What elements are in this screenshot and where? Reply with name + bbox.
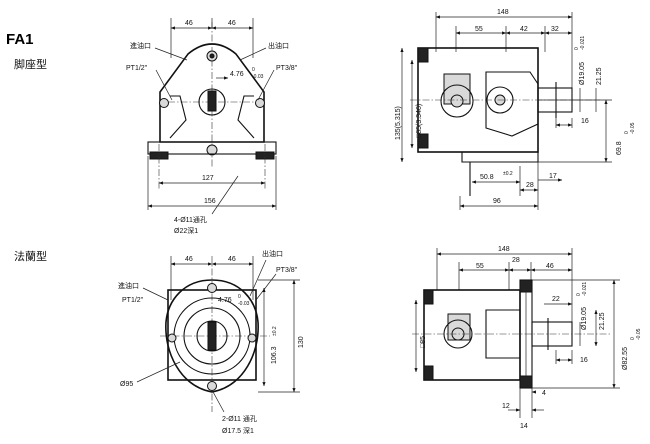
foot-side-dim-19-05-tol-top: 0 bbox=[574, 47, 580, 50]
flange-side-dim-85: □85 bbox=[420, 336, 427, 348]
flange-front-inlet-thread: PT1/2" bbox=[122, 297, 144, 304]
foot-front-dim-4-76-tol-top: 0 bbox=[252, 67, 255, 73]
foot-side-dim-50-8-tol: ±0.2 bbox=[503, 171, 513, 177]
flange-front-dim-106-3-tol: ±0.2 bbox=[272, 326, 278, 336]
flange-side-dim-21-25: 21.25 bbox=[599, 312, 606, 330]
foot-front-outlet-label: 出油口 bbox=[268, 41, 289, 50]
flange-side-dim-16: 16 bbox=[580, 357, 588, 364]
foot-front-inlet-label: 進油口 bbox=[130, 41, 151, 50]
flange-side-dim-82-55-tol-bot: -0.05 bbox=[636, 328, 642, 340]
flange-front-dim-130: 130 bbox=[298, 336, 305, 348]
flange-front-dim-46-right: 46 bbox=[228, 256, 236, 263]
foot-side-dim-19-05: Ø19.05 bbox=[579, 62, 586, 85]
foot-side-dim-32: 32 bbox=[551, 26, 559, 33]
foot-side-dim-19-05-tol-bot: -0.021 bbox=[580, 36, 586, 50]
flange-front-counterbore-note: Ø17.5 深1 bbox=[222, 426, 254, 435]
foot-side-dim-28: 28 bbox=[526, 182, 534, 189]
flange-side-dim-4: 4 bbox=[542, 390, 546, 397]
foot-front-counterbore-note: Ø22深1 bbox=[174, 226, 198, 235]
foot-mount-heading: 脚座型 bbox=[14, 57, 47, 71]
foot-front-dim-46-right: 46 bbox=[228, 20, 236, 27]
foot-front-dim-4-76-tol-bot: -0.03 bbox=[252, 74, 264, 80]
flange-front-dim-106-3: 106.3 bbox=[271, 346, 278, 364]
flange-front-outlet-label: 出油口 bbox=[262, 249, 283, 258]
flange-side-dim-55: 55 bbox=[476, 263, 484, 270]
flange-front-dim-4-76-tol-top: 0 bbox=[238, 294, 241, 300]
flange-mount-front-view: 46 46 進油口 出油口 PT1/2" PT3/8" 4.76 0 -0.03… bbox=[118, 249, 305, 435]
flange-side-dim-82-55-tol-top: 0 bbox=[630, 337, 636, 340]
foot-side-dim-69-8-tol-bot: -0.05 bbox=[630, 122, 636, 134]
foot-side-dim-96: 96 bbox=[493, 198, 501, 205]
flange-front-outlet-thread: PT3/8" bbox=[276, 267, 298, 274]
flange-side-dim-22: 22 bbox=[552, 296, 560, 303]
flange-side-dim-12: 12 bbox=[502, 403, 510, 410]
foot-side-dim-16: 16 bbox=[581, 118, 589, 125]
foot-side-dim-50-8: 50.8 bbox=[480, 174, 494, 181]
foot-side-dim-148: 148 bbox=[497, 9, 509, 16]
flange-side-dim-19-05-tol-top: 0 bbox=[576, 293, 582, 296]
flange-side-dim-14: 14 bbox=[520, 423, 528, 430]
flange-front-dim-4-76: 4.76 bbox=[218, 297, 232, 304]
model-title: FA1 bbox=[6, 31, 34, 48]
flange-front-dim-4-76-tol-bot: -0.03 bbox=[238, 301, 250, 307]
foot-side-dim-17: 17 bbox=[549, 173, 557, 180]
foot-mount-front-view: 46 46 進油口 出油口 PT1/2" PT3/8" 4.76 0 -0.03 bbox=[126, 18, 298, 235]
flange-mount-heading: 法蘭型 bbox=[14, 249, 47, 263]
flange-side-dim-46: 46 bbox=[546, 263, 554, 270]
foot-side-dim-42: 42 bbox=[520, 26, 528, 33]
foot-front-dim-4-76: 4.76 bbox=[230, 71, 244, 78]
flange-front-dim-46-left: 46 bbox=[185, 256, 193, 263]
foot-side-dim-69-8: 69.8 bbox=[616, 141, 623, 155]
flange-side-dim-19-05: Ø19.05 bbox=[581, 307, 588, 330]
foot-front-dim-156: 156 bbox=[204, 198, 216, 205]
flange-front-dim-95: Ø95 bbox=[120, 381, 133, 388]
foot-side-dim-85: □85(3.346) bbox=[416, 104, 423, 138]
flange-side-dim-19-05-tol-bot: -0.021 bbox=[582, 282, 588, 296]
foot-side-dim-55: 55 bbox=[475, 26, 483, 33]
flange-side-dim-82-55: Ø82.55 bbox=[622, 347, 629, 370]
flange-side-dim-148: 148 bbox=[498, 246, 510, 253]
foot-front-dim-46-left: 46 bbox=[185, 20, 193, 27]
flange-front-hole-note: 2-Ø11 通孔 bbox=[222, 414, 257, 423]
foot-front-hole-note: 4-Ø11通孔 bbox=[174, 215, 207, 224]
flange-mount-side-view: 148 55 28 46 □85 22 Ø19.05 0 -0.0 bbox=[412, 246, 642, 430]
foot-front-inlet-thread: PT1/2" bbox=[126, 65, 148, 72]
flange-front-inlet-label: 進油口 bbox=[118, 281, 139, 290]
foot-mount-side-view: 148 55 42 32 135(5.315) □85(3.346) bbox=[395, 9, 636, 210]
foot-side-dim-21-25: 21.25 bbox=[596, 67, 603, 85]
foot-front-outlet-thread: PT3/8" bbox=[276, 65, 298, 72]
foot-side-dim-135: 135(5.315) bbox=[395, 106, 402, 140]
foot-side-dim-69-8-tol-top: 0 bbox=[624, 131, 630, 134]
flange-side-dim-28: 28 bbox=[512, 257, 520, 264]
foot-front-dim-127: 127 bbox=[202, 175, 214, 182]
